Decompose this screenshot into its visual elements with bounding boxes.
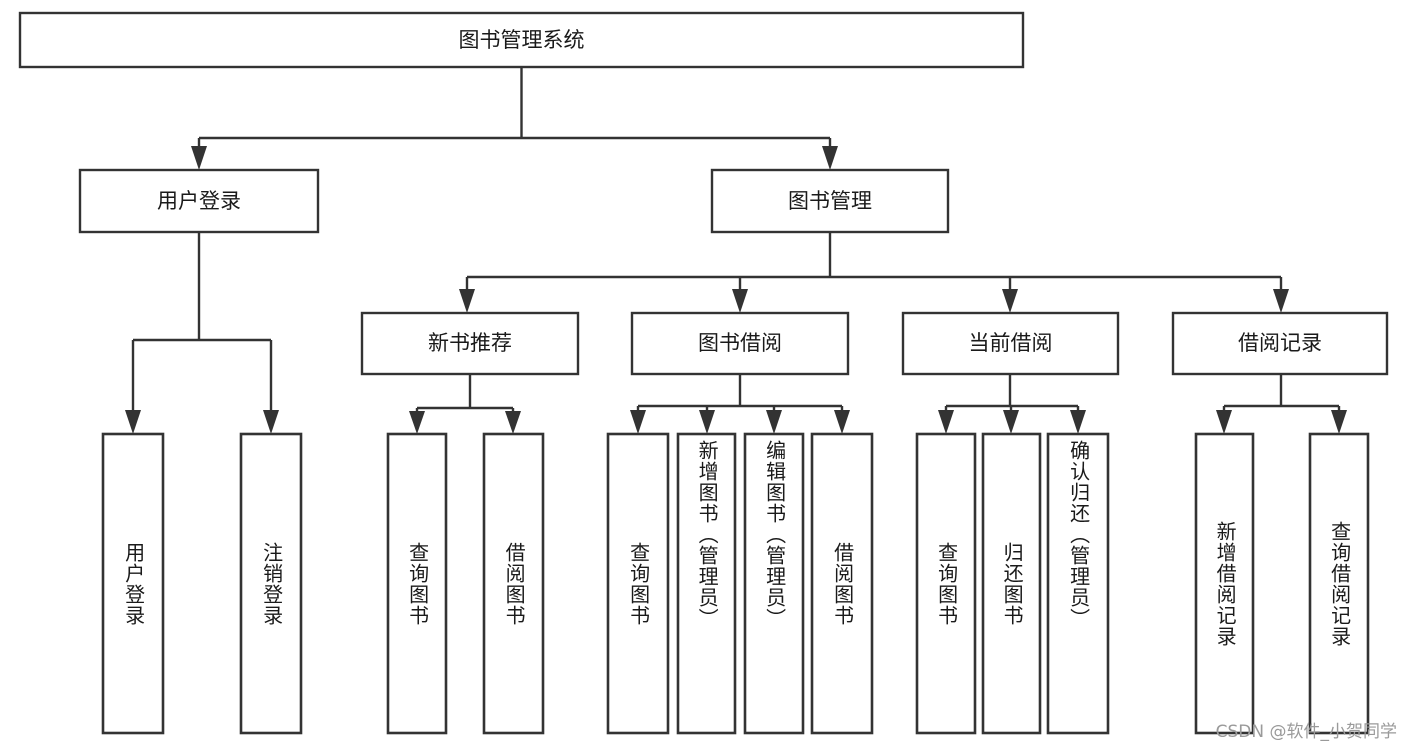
connector-group-root (191, 67, 838, 170)
arrow-head-leaf-return-book (1003, 410, 1019, 434)
arrow-head-leaf-query-book-current (938, 410, 954, 434)
arrow-head-leaf-confirm-return (1070, 410, 1086, 434)
leaf-user-login-box[interactable] (101, 432, 165, 735)
connector-group-book-borrow (630, 374, 850, 434)
node-root[interactable]: 图书管理系统 (18, 11, 1025, 69)
leaf-query-book-current-box[interactable] (915, 432, 977, 735)
node-current-borrow-label: 当前借阅 (969, 331, 1053, 355)
arrow-head-book-borrow (732, 289, 748, 313)
arrow-head-leaf-query-borrow-record (1331, 410, 1347, 434)
node-borrow-record-label: 借阅记录 (1238, 331, 1322, 355)
node-book-management-box[interactable] (710, 168, 950, 234)
node-user-login-box[interactable] (78, 168, 320, 234)
arrow-head-leaf-edit-book (766, 410, 782, 434)
arrow-head-leaf-query-book-recommend (409, 411, 425, 434)
node-book-management-label: 图书管理 (788, 189, 872, 213)
leaf-return-book-box[interactable] (981, 432, 1042, 735)
node-book-management[interactable]: 图书管理 (710, 168, 950, 234)
leaf-query-book-borrow-box[interactable] (606, 432, 670, 735)
node-book-borrow-box[interactable] (630, 311, 850, 376)
leaf-add-book-box[interactable] (676, 432, 737, 735)
node-book-borrow-label: 图书借阅 (698, 331, 782, 355)
arrow-head-leaf-borrow-book (834, 410, 850, 434)
leaf-borrow-book-recommend-box[interactable] (482, 432, 545, 735)
node-root-label: 图书管理系统 (459, 28, 585, 52)
node-current-borrow[interactable]: 当前借阅 (901, 311, 1120, 376)
arrow-head-leaf-add-book (699, 410, 715, 434)
node-user-login[interactable]: 用户登录 (78, 168, 320, 234)
arrow-head-current-borrow (1002, 289, 1018, 313)
arrow-head-leaf-add-borrow-record (1216, 410, 1232, 434)
leaf-query-book-recommend-box[interactable] (386, 432, 448, 735)
arrow-head-new-book-recommend (459, 289, 475, 313)
connector-group-current-borrow (938, 374, 1086, 434)
leaf-borrow-book-box[interactable] (810, 432, 874, 735)
connector-group-book-management (459, 232, 1289, 313)
node-borrow-record[interactable]: 借阅记录 (1171, 311, 1389, 376)
node-new-book-recommend-label: 新书推荐 (428, 331, 512, 355)
leaf-user-logout-box[interactable] (239, 432, 303, 735)
node-book-borrow[interactable]: 图书借阅 (630, 311, 850, 376)
leaf-add-borrow-record-box[interactable] (1194, 432, 1255, 735)
leaf-boxes-group (101, 432, 1370, 735)
node-borrow-record-box[interactable] (1171, 311, 1389, 376)
arrow-head-user-login (191, 146, 207, 170)
connector-group-new-book-recommend (409, 374, 521, 434)
arrow-head-borrow-record (1273, 289, 1289, 313)
arrow-head-book-management (822, 146, 838, 170)
connector-group-borrow-record (1216, 374, 1347, 434)
node-user-login-label: 用户登录 (157, 189, 241, 213)
csdn-watermark: CSDN @软件_小贺同学 (1215, 722, 1397, 742)
arrow-head-leaf-user-logout (263, 410, 279, 434)
node-root-box[interactable] (18, 11, 1025, 69)
leaf-confirm-return-box[interactable] (1046, 432, 1110, 735)
connector-group-user-login (125, 232, 279, 434)
leaf-edit-book-box[interactable] (743, 432, 805, 735)
leaf-query-borrow-record-box[interactable] (1308, 432, 1370, 735)
node-new-book-recommend[interactable]: 新书推荐 (360, 311, 580, 376)
arrow-head-leaf-borrow-book-recommend (505, 411, 521, 434)
node-new-book-recommend-box[interactable] (360, 311, 580, 376)
arrow-head-leaf-user-login (125, 410, 141, 434)
node-current-borrow-box[interactable] (901, 311, 1120, 376)
arrow-head-leaf-query-book-borrow (630, 410, 646, 434)
